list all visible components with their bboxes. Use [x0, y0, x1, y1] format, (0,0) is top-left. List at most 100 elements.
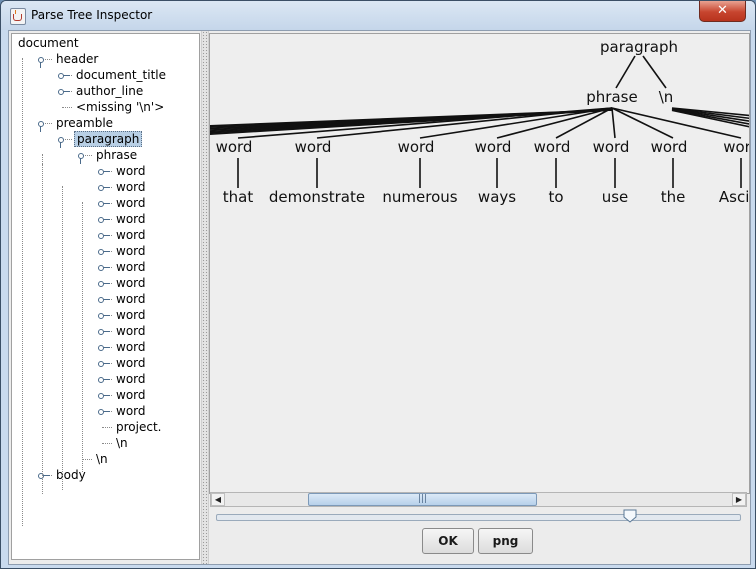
collapsed-node-handle-icon[interactable] — [98, 328, 110, 336]
tree-node-word[interactable]: word — [114, 355, 148, 371]
collapsed-node-handle-icon[interactable] — [98, 248, 110, 256]
tree-node-label: phrase — [96, 148, 138, 162]
tree-connector — [42, 123, 52, 124]
node-token: numerous — [382, 188, 457, 206]
node-word: word — [295, 138, 332, 156]
tree-node-label: \n — [116, 436, 128, 450]
tree-node-label: body — [56, 468, 86, 482]
tree-node-label: <missing '\n'> — [76, 100, 165, 114]
edge-paragraph-newline — [642, 55, 667, 89]
tree-node-word[interactable]: word — [114, 403, 148, 419]
tree-node-author-line[interactable]: author_line — [74, 83, 145, 99]
tree-node-label: word — [116, 276, 146, 290]
tree-node-word[interactable]: word — [114, 195, 148, 211]
edge-phrase-word — [419, 107, 613, 139]
collapsed-node-handle-icon[interactable] — [98, 168, 110, 176]
tree-node-word[interactable]: word — [114, 291, 148, 307]
tree-node-missing-n[interactable]: <missing '\n'> — [74, 99, 166, 115]
tree-node-word[interactable]: word — [114, 307, 148, 323]
tree-node-label: author_line — [76, 84, 144, 98]
node-token: use — [602, 188, 629, 206]
tree-node-word[interactable]: word — [114, 179, 148, 195]
edge-phrase-word — [555, 107, 613, 139]
expanded-node-handle-icon[interactable] — [38, 56, 49, 68]
collapsed-node-handle-icon[interactable] — [98, 296, 110, 304]
edge-paragraph-phrase — [615, 55, 636, 89]
scroll-right-arrow-icon[interactable]: ▶ — [732, 493, 746, 506]
tree-node-word[interactable]: word — [114, 259, 148, 275]
tree-node-word[interactable]: word — [114, 371, 148, 387]
collapsed-node-handle-icon[interactable] — [98, 184, 110, 192]
collapsed-node-handle-icon[interactable] — [98, 216, 110, 224]
edge-offscreen — [671, 109, 749, 125]
node-token: the — [661, 188, 686, 206]
node-word: word — [216, 138, 253, 156]
tree-node-paragraph[interactable]: paragraph — [74, 131, 143, 147]
tree-node-label: word — [116, 388, 146, 402]
tree-node-word[interactable]: word — [114, 339, 148, 355]
edge-offscreen — [671, 107, 749, 117]
png-export-button[interactable]: png — [478, 528, 533, 554]
scroll-left-arrow-icon[interactable]: ◀ — [211, 493, 225, 506]
tree-node-label: header — [56, 52, 99, 66]
tree-connector — [82, 155, 92, 156]
collapsed-node-handle-icon[interactable] — [98, 376, 110, 384]
tree-node-word[interactable]: word — [114, 387, 148, 403]
horizontal-scrollbar[interactable]: ◀ ||| ▶ — [210, 492, 747, 507]
collapsed-node-handle-icon[interactable] — [58, 88, 70, 96]
tree-node-word[interactable]: word — [114, 243, 148, 259]
tree-node-word[interactable]: word — [114, 227, 148, 243]
tree-node-label: word — [116, 292, 146, 306]
expanded-node-handle-icon[interactable] — [58, 136, 69, 148]
ok-button[interactable]: OK — [422, 528, 474, 554]
tree-node-label: word — [116, 324, 146, 338]
tree-node-document-title[interactable]: document_title — [74, 67, 168, 83]
close-button[interactable]: ✕ — [699, 1, 746, 22]
tree-connector — [62, 107, 72, 108]
edge-phrase-word — [611, 107, 616, 139]
tree-node-body[interactable]: body — [54, 467, 88, 483]
tree-connector — [82, 459, 92, 460]
tree-connector — [102, 427, 112, 428]
tree-node-n[interactable]: \n — [94, 451, 110, 467]
collapsed-node-handle-icon[interactable] — [98, 344, 110, 352]
collapsed-node-handle-icon[interactable] — [98, 232, 110, 240]
tree-node-word[interactable]: word — [114, 323, 148, 339]
tree-node-word[interactable]: word — [114, 211, 148, 227]
expanded-node-handle-icon[interactable] — [38, 120, 49, 132]
title-bar[interactable]: Parse Tree Inspector ✕ — [1, 1, 755, 30]
collapsed-node-handle-icon[interactable] — [98, 264, 110, 272]
collapsed-node-handle-icon[interactable] — [98, 408, 110, 416]
collapsed-node-handle-icon[interactable] — [98, 392, 110, 400]
scroll-thumb[interactable]: ||| — [308, 493, 537, 506]
split-pane-divider[interactable] — [201, 31, 209, 564]
node-token: ways — [478, 188, 516, 206]
tree-node-phrase[interactable]: phrase — [94, 147, 139, 163]
edge-phrase-word — [316, 107, 613, 139]
zoom-slider-track[interactable] — [216, 514, 741, 521]
collapsed-node-handle-icon[interactable] — [58, 72, 70, 80]
tree-node-header[interactable]: header — [54, 51, 100, 67]
collapsed-node-handle-icon[interactable] — [98, 360, 110, 368]
edge-offscreen — [671, 108, 749, 122]
zoom-slider-thumb[interactable] — [623, 508, 637, 523]
tree-node-word[interactable]: word — [114, 163, 148, 179]
collapsed-node-handle-icon[interactable] — [98, 312, 110, 320]
collapsed-node-handle-icon[interactable] — [38, 472, 50, 480]
tree-node-document[interactable]: document — [16, 35, 81, 51]
tree-node-label: word — [116, 228, 146, 242]
window-title: Parse Tree Inspector — [31, 8, 153, 22]
tree-node-project[interactable]: project. — [114, 419, 163, 435]
tree-node-word[interactable]: word — [114, 275, 148, 291]
collapsed-node-handle-icon[interactable] — [98, 280, 110, 288]
tree-node-n[interactable]: \n — [114, 435, 130, 451]
tree-node-label: \n — [96, 452, 108, 466]
collapsed-node-handle-icon[interactable] — [98, 200, 110, 208]
tree-node-preamble[interactable]: preamble — [54, 115, 115, 131]
node-word: word — [534, 138, 571, 156]
expanded-node-handle-icon[interactable] — [78, 152, 89, 164]
tree-node-label: word — [116, 244, 146, 258]
